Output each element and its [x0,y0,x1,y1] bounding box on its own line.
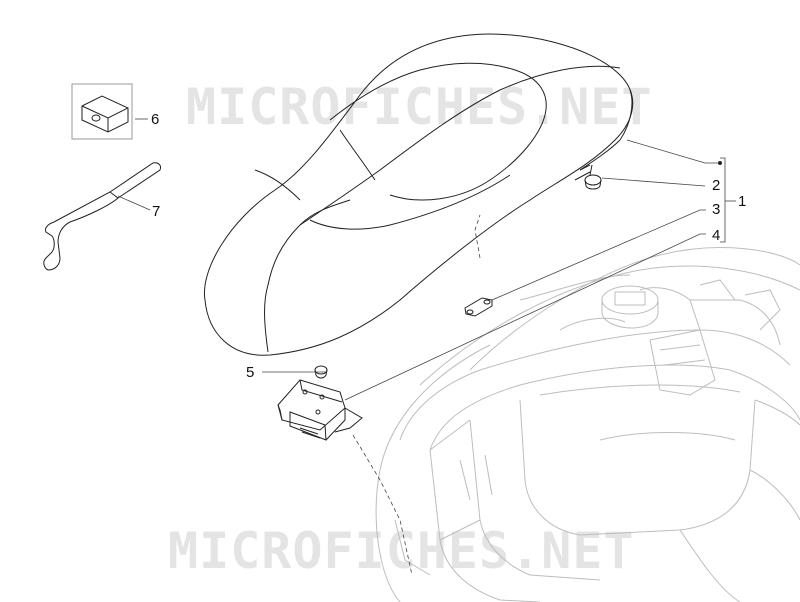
part-2-rubber-buffer [584,164,602,190]
leader-lines [117,118,736,576]
part-4-seat-lock [277,379,363,441]
callout-2: 2 [712,177,721,194]
part-3-seat-hook [464,297,493,317]
callout-3: 3 [712,201,721,218]
callout-5: 5 [246,364,255,381]
callout-6: 6 [151,111,160,128]
part-7-tool [43,162,161,271]
part-5-bumper [314,365,328,379]
callout-7: 7 [152,203,161,220]
leader-dot [718,161,722,165]
callout-4: 4 [712,227,721,244]
callout-1: 1 [738,193,747,210]
seat [203,33,634,356]
fuel-cap [601,285,659,329]
watermark-top: MICROFICHES.NET [186,78,653,136]
scooter-frame [375,247,800,602]
part-6-rubber-block [71,83,133,140]
watermark-bottom: MICROFICHES.NET [168,522,635,580]
